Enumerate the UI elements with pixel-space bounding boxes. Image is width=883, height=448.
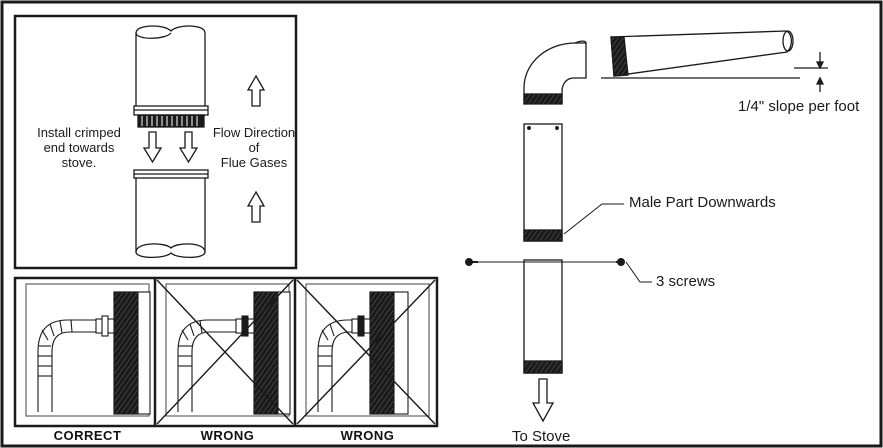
cross-out-mark-1 [156, 279, 294, 425]
crimp-panel-frame [13, 14, 298, 270]
caption-wrong-2: WRONG [340, 428, 395, 443]
screws-label: 3 screws [656, 273, 716, 290]
elbow-pipe [523, 40, 587, 105]
flow-direction-label: Flow Direction of Flue Gases [212, 125, 296, 170]
cross-out-mark-2 [296, 279, 436, 425]
install-crimped-label: Install crimped end towards stove. [37, 125, 121, 170]
straight-pipe-section-upper [523, 123, 563, 242]
lower-pipe-section [133, 169, 209, 259]
caption-correct: CORRECT [53, 428, 122, 443]
slope-label: 1/4" slope per foot [738, 98, 860, 115]
leader-lines [563, 203, 652, 283]
correct-installation-sketch [25, 283, 151, 417]
horizontal-flue-pipe [601, 30, 828, 92]
flow-arrow-up-icon [246, 74, 266, 223]
straight-pipe-section-lower [523, 259, 563, 374]
caption-wrong-1: WRONG [200, 428, 255, 443]
upper-pipe-section [133, 25, 209, 128]
screw-icon-left [465, 258, 478, 266]
assembly-arrow-down-icon [142, 131, 199, 164]
crimp-ridges [141, 116, 198, 126]
male-part-label: Male Part Downwards [629, 194, 776, 211]
orientation-panel-frame [13, 276, 439, 428]
to-stove-label: To Stove [512, 428, 571, 445]
screw-icon-right [616, 258, 625, 266]
to-stove-arrow-icon [531, 378, 555, 423]
